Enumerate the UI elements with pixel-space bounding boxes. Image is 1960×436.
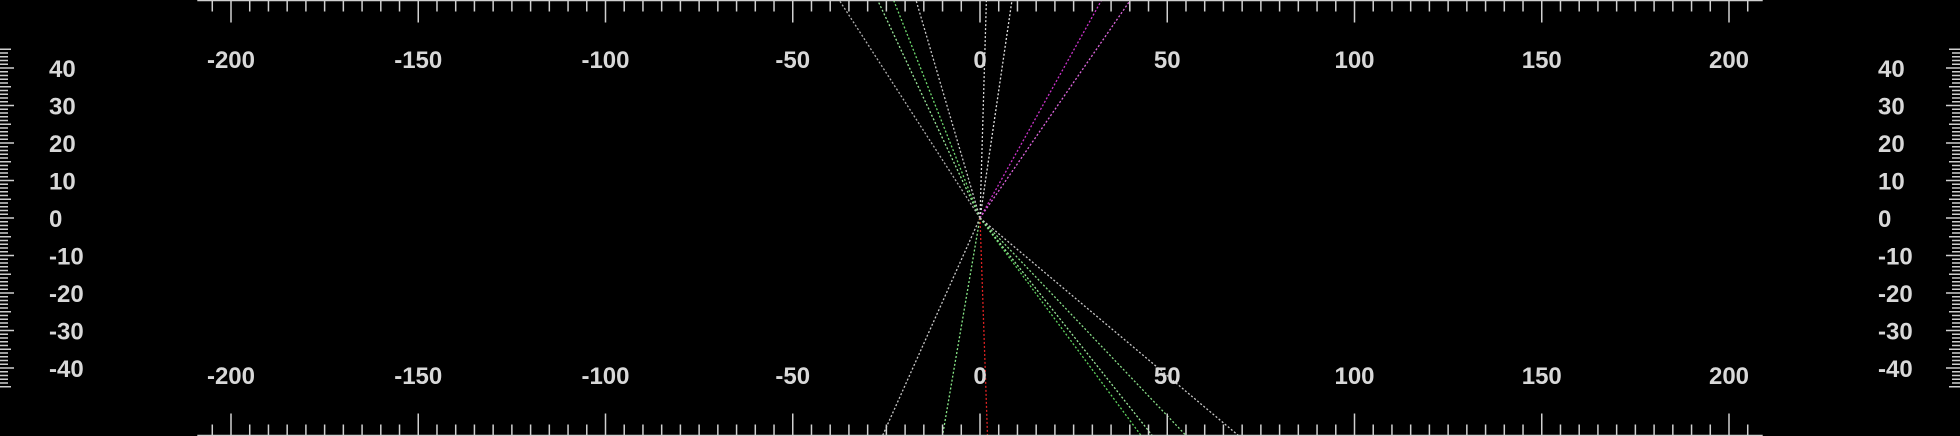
ray-11: [979, 217, 1142, 436]
top-x-tick-label: 150: [1522, 47, 1562, 74]
right-y-tick-label: 0: [1878, 206, 1891, 233]
bottom-x-ruler: [197, 413, 1763, 436]
left-y-tick-label: 30: [49, 94, 76, 121]
bottom-x-tick-labels: -200 -150 -100 -50 0 50 100 150 200: [207, 363, 1749, 390]
ray-14: [979, 217, 1239, 436]
ray-13: [979, 217, 1187, 436]
ray-9: [941, 217, 981, 436]
left-y-tick-label: 20: [49, 131, 76, 158]
bottom-x-tick-label: 50: [1154, 363, 1181, 390]
ray-8: [882, 217, 981, 436]
top-x-tick-labels: -200 -150 -100 -50 0 50 100 150 200: [207, 47, 1749, 74]
top-x-tick-label: -50: [775, 47, 810, 74]
right-y-tick-label: -20: [1878, 281, 1913, 308]
right-y-tick-label: 30: [1878, 94, 1905, 121]
top-x-tick-label: 100: [1334, 47, 1374, 74]
ray-12: [979, 217, 1153, 436]
right-y-tick-labels: 40 30 20 10 0 -10 -20 -30 -40: [1878, 56, 1913, 383]
left-y-ruler: [0, 48, 14, 388]
left-y-tick-labels: 40 30 20 10 0 -10 -20 -30 -40: [49, 56, 84, 383]
right-y-tick-label: -30: [1878, 319, 1913, 346]
right-y-tick-label: 20: [1878, 131, 1905, 158]
ray-3: [915, 0, 981, 219]
ray-1: [876, 0, 981, 219]
ray-5: [979, 0, 1013, 219]
bottom-x-tick-label: -50: [775, 363, 810, 390]
top-x-tick-label: -200: [207, 47, 255, 74]
bottom-x-tick-label: 150: [1522, 363, 1562, 390]
top-x-tick-label: -150: [394, 47, 442, 74]
top-x-tick-label: -100: [581, 47, 629, 74]
ray-6: [979, 0, 1103, 219]
left-y-tick-label: 0: [49, 206, 62, 233]
bottom-x-tick-label: -150: [394, 363, 442, 390]
left-y-tick-label: -20: [49, 281, 84, 308]
right-y-tick-label: -40: [1878, 356, 1913, 383]
rays-layer: [838, 0, 1239, 436]
top-x-tick-label: 50: [1154, 47, 1181, 74]
top-x-tick-label: 200: [1709, 47, 1749, 74]
bottom-x-tick-label: -200: [207, 363, 255, 390]
top-x-ruler: [197, 0, 1763, 23]
bottom-x-tick-label: 200: [1709, 363, 1749, 390]
bottom-x-tick-label: -100: [581, 363, 629, 390]
ray-2: [892, 0, 981, 219]
left-y-tick-label: -40: [49, 356, 84, 383]
top-x-tick-label: 0: [973, 47, 986, 74]
bottom-x-tick-label: 100: [1334, 363, 1374, 390]
right-y-ruler: [1946, 48, 1960, 388]
right-y-tick-label: -10: [1878, 244, 1913, 271]
left-y-tick-label: 40: [49, 56, 76, 83]
right-y-tick-label: 10: [1878, 169, 1905, 196]
ray-10: [979, 217, 989, 436]
left-y-tick-label: 10: [49, 169, 76, 196]
right-y-tick-label: 40: [1878, 56, 1905, 83]
bottom-x-tick-label: 0: [973, 363, 986, 390]
left-y-tick-label: -10: [49, 244, 84, 271]
ray-0: [838, 0, 981, 219]
ray-7: [979, 0, 1132, 219]
left-y-tick-label: -30: [49, 319, 84, 346]
ray-4: [979, 0, 988, 219]
